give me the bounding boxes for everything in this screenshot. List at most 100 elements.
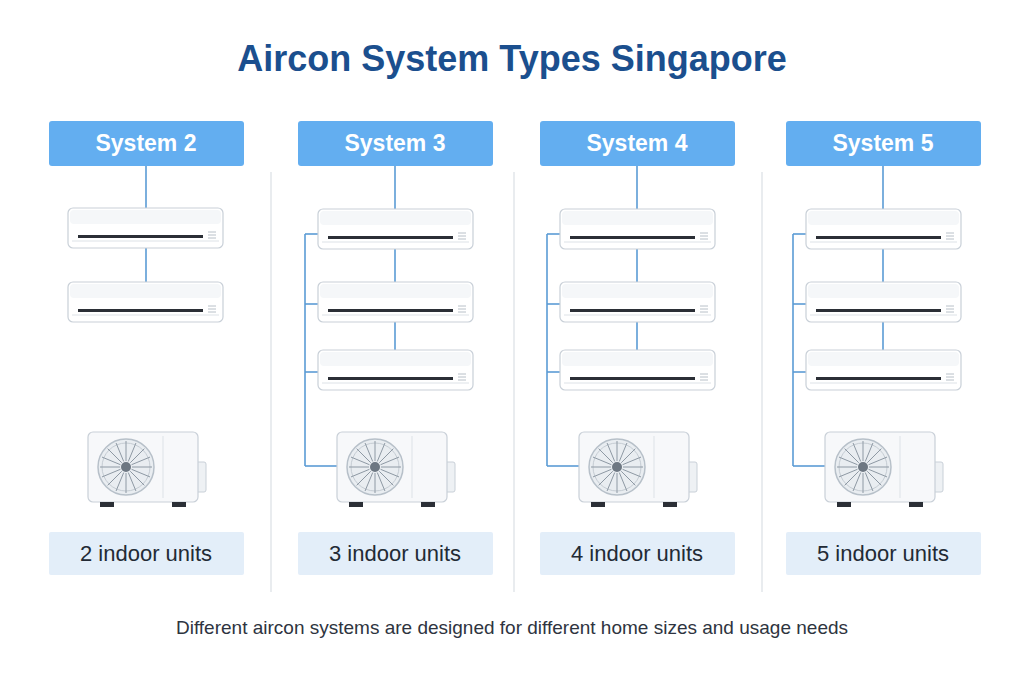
system-header: System 5 bbox=[786, 121, 981, 166]
drawing-part bbox=[72, 241, 219, 242]
unit-count-label: 4 indoor units bbox=[540, 532, 735, 575]
drawing-part bbox=[570, 309, 695, 312]
drawing-part bbox=[458, 233, 466, 234]
drawing-part bbox=[365, 443, 373, 461]
drawing-part bbox=[320, 284, 471, 298]
node-text: System 2 bbox=[95, 130, 196, 157]
node-text: System 3 bbox=[344, 130, 445, 157]
drawing-part bbox=[810, 315, 957, 316]
drawing-part bbox=[806, 282, 961, 322]
drawing-part bbox=[72, 315, 219, 316]
drawing-part bbox=[837, 502, 851, 507]
pipe-line bbox=[547, 303, 560, 305]
node-text-group: 4 indoor units bbox=[571, 541, 703, 567]
drawing-part bbox=[78, 235, 203, 238]
drawing-part bbox=[619, 473, 627, 491]
drawing-part bbox=[412, 436, 413, 498]
pipe-line bbox=[305, 303, 318, 305]
system-header: System 2 bbox=[49, 121, 244, 166]
node-text-group: 3 indoor units bbox=[329, 541, 461, 567]
pipe-line bbox=[547, 233, 560, 235]
unit-count-label: 5 indoor units bbox=[786, 532, 981, 575]
drawing-part bbox=[375, 473, 376, 493]
drawing-part bbox=[808, 284, 959, 298]
drawing-part bbox=[377, 473, 385, 491]
pipe-line bbox=[636, 249, 638, 282]
pipe-line bbox=[793, 465, 825, 467]
drawing-part bbox=[208, 312, 216, 313]
drawing-part bbox=[617, 473, 618, 493]
pipe-line bbox=[394, 249, 396, 282]
drawing-part bbox=[126, 473, 127, 493]
drawing-part bbox=[825, 432, 935, 502]
pipe-line bbox=[793, 303, 806, 305]
indoor-unit bbox=[560, 209, 715, 249]
drawing-part bbox=[570, 377, 695, 380]
pipe-line bbox=[304, 234, 306, 466]
drawing-part bbox=[579, 432, 689, 502]
drawing-part bbox=[70, 210, 221, 224]
drawing-part bbox=[320, 211, 471, 225]
drawing-part bbox=[370, 462, 380, 472]
drawing-part bbox=[102, 469, 120, 477]
unit-count-label: 3 indoor units bbox=[298, 532, 493, 575]
drawing-part bbox=[126, 441, 127, 461]
drawing-part bbox=[865, 473, 873, 491]
pipe-line bbox=[305, 233, 318, 235]
node-text-group: System 5 bbox=[832, 130, 933, 157]
pipe-line bbox=[394, 166, 396, 209]
node-text-group: 5 indoor units bbox=[817, 541, 949, 567]
outdoor-unit bbox=[88, 432, 206, 507]
drawing-part bbox=[98, 439, 154, 495]
drawing-part bbox=[589, 439, 645, 495]
drawing-part bbox=[570, 236, 695, 239]
drawing-part bbox=[322, 242, 469, 243]
drawing-part bbox=[591, 467, 611, 468]
pipe-line bbox=[882, 322, 884, 350]
drawing-part bbox=[593, 469, 611, 477]
indoor-unit bbox=[318, 282, 473, 322]
drawing-part bbox=[946, 312, 954, 313]
drawing-part bbox=[564, 242, 711, 243]
drawing-part bbox=[816, 309, 941, 312]
drawing-part bbox=[816, 236, 941, 239]
system-header: System 3 bbox=[298, 121, 493, 166]
indoor-unit bbox=[318, 350, 473, 390]
indoor-unit bbox=[318, 209, 473, 249]
drawing-part bbox=[700, 306, 708, 307]
drawing-part bbox=[654, 436, 655, 498]
drawing-part bbox=[322, 315, 469, 316]
drawing-part bbox=[946, 239, 954, 240]
column-divider bbox=[270, 172, 272, 592]
drawing-part bbox=[560, 209, 715, 249]
caption: Different aircon systems are designed fo… bbox=[0, 617, 1024, 639]
drawing-part bbox=[591, 502, 605, 507]
drawing-part bbox=[700, 233, 708, 234]
drawing-part bbox=[808, 211, 959, 225]
drawing-part bbox=[88, 432, 198, 502]
drawing-part bbox=[946, 233, 954, 234]
drawing-part bbox=[421, 502, 435, 507]
drawing-part bbox=[700, 236, 708, 237]
pipe-line bbox=[636, 322, 638, 350]
drawing-part bbox=[128, 473, 136, 491]
pipe-line bbox=[792, 234, 794, 466]
drawing-part bbox=[458, 239, 466, 240]
drawing-part bbox=[623, 467, 643, 468]
drawing-part bbox=[132, 467, 152, 468]
pipe-line bbox=[546, 234, 548, 466]
drawing-part bbox=[562, 284, 713, 298]
drawing-part bbox=[663, 502, 677, 507]
drawing-part bbox=[100, 467, 120, 468]
drawing-part bbox=[328, 309, 453, 312]
drawing-part bbox=[617, 441, 618, 461]
drawing-part bbox=[328, 236, 453, 239]
drawing-part bbox=[806, 350, 961, 390]
drawing-part bbox=[318, 282, 473, 322]
pipe-line bbox=[145, 248, 147, 282]
drawing-part bbox=[458, 309, 466, 310]
drawing-part bbox=[835, 439, 891, 495]
drawing-part bbox=[839, 469, 857, 477]
node-text: System 4 bbox=[586, 130, 687, 157]
